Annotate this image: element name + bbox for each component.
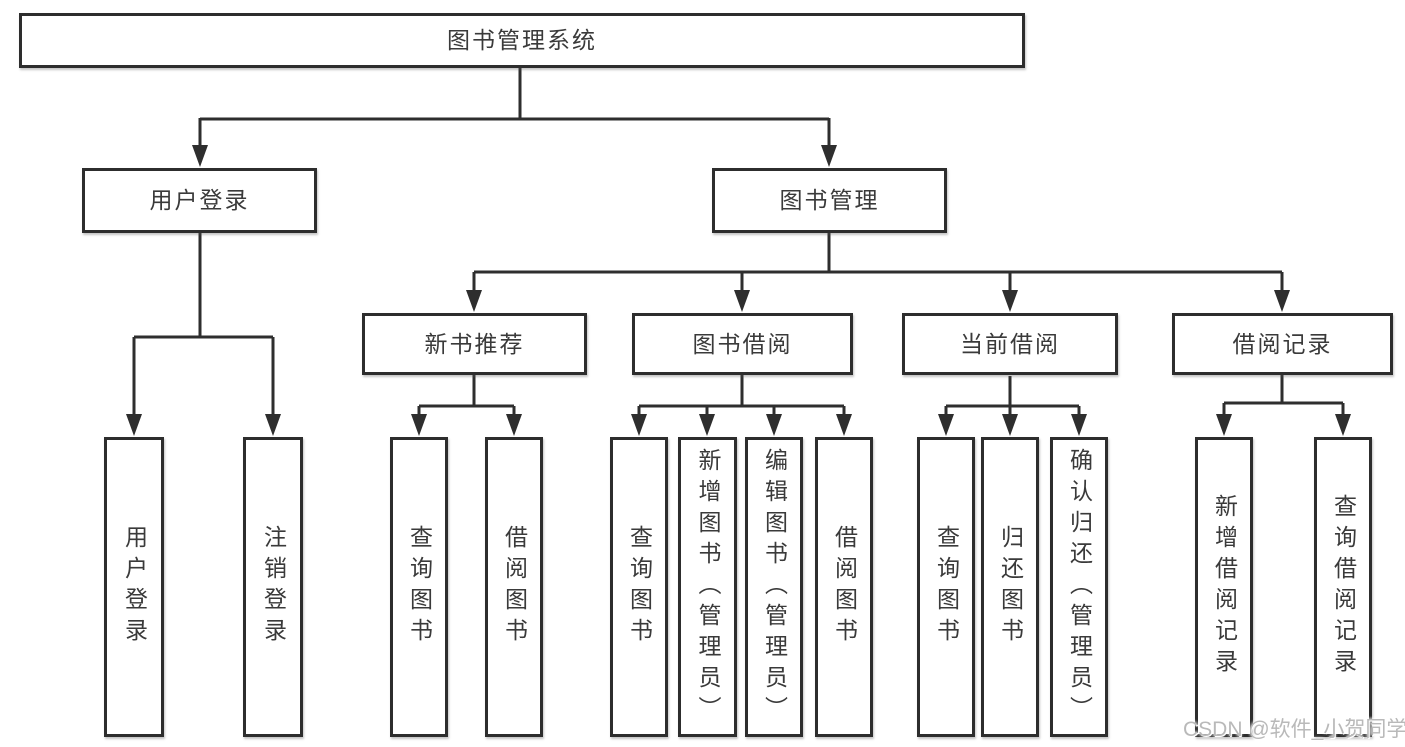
node-label: 图书借阅 xyxy=(692,330,793,357)
leaf-user-login: 用户登录 xyxy=(104,437,164,737)
node-label: 查询借阅记录 xyxy=(1330,494,1357,680)
node-current-borrowing: 当前借阅 xyxy=(902,313,1118,375)
node-label: 查询图书 xyxy=(406,525,433,649)
node-label: 图书管理系统 xyxy=(447,27,597,53)
leaf-query-books-recommend: 查询图书 xyxy=(390,437,448,737)
leaf-borrow-books-recommend: 借阅图书 xyxy=(485,437,543,737)
node-label: 归还图书 xyxy=(997,525,1024,649)
leaf-borrow-books: 借阅图书 xyxy=(815,437,873,737)
node-label: 新增图书（管理员） xyxy=(695,447,721,727)
node-label: 图书管理 xyxy=(779,187,880,213)
leaf-query-books-current: 查询图书 xyxy=(917,437,975,737)
node-label: 用户登录 xyxy=(149,187,250,213)
csdn-watermark: CSDN @软件_小贺同学 xyxy=(1183,718,1405,741)
node-book-borrowing: 图书借阅 xyxy=(632,313,853,375)
node-label: 注销登录 xyxy=(260,525,287,649)
node-user-login: 用户登录 xyxy=(82,168,317,233)
node-book-management: 图书管理 xyxy=(712,168,947,233)
node-label: 借阅图书 xyxy=(501,525,528,649)
node-library-management-system: 图书管理系统 xyxy=(19,13,1025,68)
leaf-add-book-admin: 新增图书（管理员） xyxy=(678,437,737,737)
leaf-logout: 注销登录 xyxy=(243,437,303,737)
node-label: 用户登录 xyxy=(121,525,148,649)
leaf-edit-book-admin: 编辑图书（管理员） xyxy=(745,437,803,737)
leaf-return-book: 归还图书 xyxy=(981,437,1039,737)
leaf-confirm-return-admin: 确认归还（管理员） xyxy=(1050,437,1108,737)
node-new-book-recommendation: 新书推荐 xyxy=(362,313,587,375)
node-label: 当前借阅 xyxy=(960,330,1060,357)
leaf-query-books-borrow: 查询图书 xyxy=(610,437,668,737)
node-label: 借阅图书 xyxy=(831,525,858,649)
node-label: 查询图书 xyxy=(626,525,653,649)
node-label: 新书推荐 xyxy=(424,330,525,357)
leaf-query-borrow-record: 查询借阅记录 xyxy=(1314,437,1372,737)
node-label: 新增借阅记录 xyxy=(1211,494,1238,680)
node-label: 借阅记录 xyxy=(1232,330,1333,357)
node-label: 确认归还（管理员） xyxy=(1066,447,1093,727)
node-label: 查询图书 xyxy=(933,525,960,649)
node-borrowing-records: 借阅记录 xyxy=(1172,313,1393,375)
leaf-add-borrow-record: 新增借阅记录 xyxy=(1195,437,1253,737)
node-label: 编辑图书（管理员） xyxy=(761,447,788,727)
